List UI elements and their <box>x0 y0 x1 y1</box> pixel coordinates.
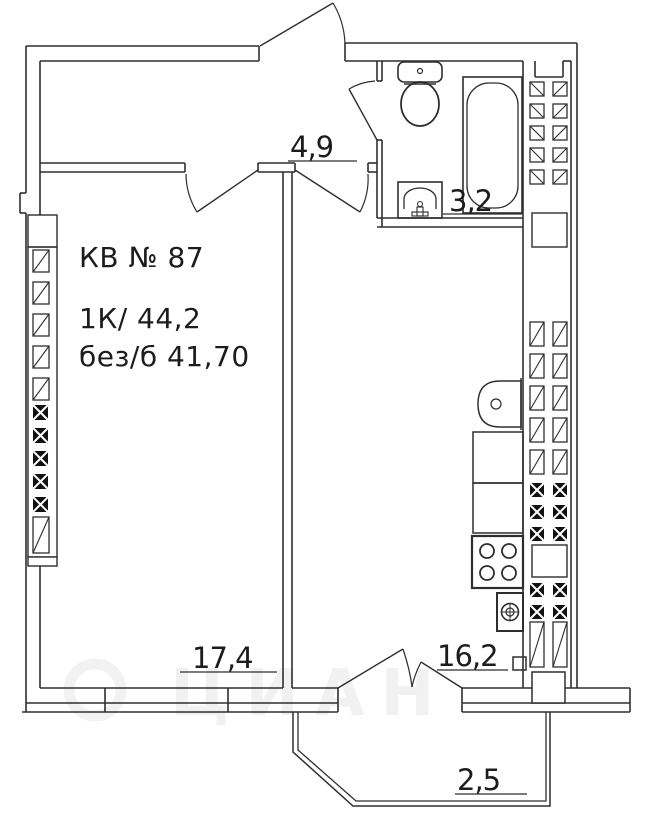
area-label-underlines <box>180 160 527 795</box>
watermark: ЦИАН <box>63 657 450 731</box>
kitchen-sink-icon <box>477 378 522 430</box>
toilet-icon <box>397 61 443 127</box>
living-room-area-label: 17,4 <box>192 641 253 675</box>
entry-door <box>259 2 346 47</box>
left-exterior-wall-hatch <box>27 214 58 567</box>
kitchen-area-label: 16,2 <box>437 639 498 673</box>
bathroom-area-label: 3,2 <box>449 184 492 218</box>
balcony-outline <box>292 712 551 807</box>
kitchen-cabinets <box>472 431 524 534</box>
unit-area-label: 1К/ 44,2 <box>79 302 201 335</box>
kitchen-door <box>294 169 369 213</box>
watermark-logo-icon <box>63 658 127 722</box>
apartment-info: КВ № 87 1К/ 44,2 без/б 41,70 <box>79 241 250 373</box>
bathtub-icon <box>462 76 523 214</box>
hallway-area-label: 4,9 <box>290 130 333 164</box>
balcony-area-label: 2,5 <box>457 763 500 797</box>
secondary-area-label: без/б 41,70 <box>79 340 250 373</box>
small-wall-box-icon <box>512 656 527 671</box>
living-room-door <box>185 169 259 213</box>
balcony-door <box>337 648 463 689</box>
bathroom-sink-icon <box>397 181 443 219</box>
watermark-text: ЦИАН <box>170 657 450 731</box>
washing-machine-icon <box>496 592 524 632</box>
room-area-labels: 4,9 3,2 17,4 16,2 2,5 <box>192 130 501 797</box>
bathroom-door <box>348 80 378 141</box>
right-duct-wall-hatch <box>529 81 568 704</box>
stove-icon <box>470 534 525 590</box>
apartment-number-label: КВ № 87 <box>79 241 204 274</box>
